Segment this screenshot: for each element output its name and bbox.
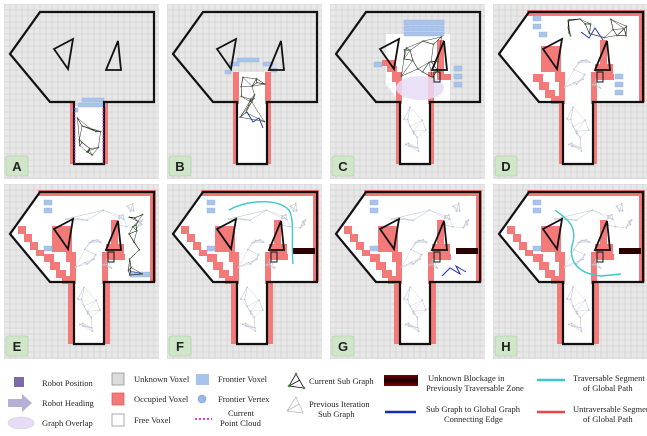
panel-label: A <box>6 156 28 176</box>
panel-label-text: A <box>12 159 22 174</box>
legend-graph-overlap: Graph Overlap <box>42 418 93 428</box>
previous-sub-graph-icon <box>287 397 303 413</box>
legend-unknown-blockage-1: Unknown Blockage in <box>428 373 505 383</box>
legend-connecting-edge-2: Connecting Edge <box>444 414 503 424</box>
panel-e: E <box>4 184 159 359</box>
panel-label-text: C <box>338 159 348 174</box>
panel-d: D <box>493 4 647 179</box>
panel-label-text: D <box>501 159 510 174</box>
panel-label: C <box>332 156 354 176</box>
panel-label-text: G <box>338 339 348 354</box>
legend-unknown-blockage-2: Previously Traversable Zone <box>426 383 524 393</box>
panel-label-text: B <box>175 159 184 174</box>
panel-g: G <box>330 184 485 359</box>
legend-traversable-2: of Global Path <box>583 383 633 393</box>
panel-label-text: F <box>176 339 184 354</box>
legend-current-sub-graph: Current Sub Graph <box>309 376 374 386</box>
graph-overlap-icon <box>8 417 34 429</box>
legend-current-point-cloud-1: Current <box>228 408 255 418</box>
legend-current-point-cloud-2: Point Cloud <box>220 418 262 428</box>
panel-label: H <box>495 336 517 356</box>
panel-f: F <box>167 184 322 359</box>
legend-robot-heading: Robot Heading <box>42 398 94 408</box>
panel-b: B <box>167 4 322 179</box>
frontier-voxel-icon <box>196 374 209 385</box>
frontier-vertex-icon <box>198 395 206 403</box>
panel-label-text: H <box>501 339 510 354</box>
unknown-voxel-icon <box>112 373 124 385</box>
legend-frontier-voxel: Frontier Voxel <box>218 374 268 384</box>
legend-untraversable-1: Untraversable Segmen <box>573 404 647 414</box>
legend-frontier-vertex: Frontier Vertex <box>218 394 270 404</box>
robot-position-icon <box>14 377 24 387</box>
free-voxel-icon <box>112 414 124 426</box>
panel-label: G <box>332 336 354 356</box>
occupied-voxel-icon <box>112 393 124 405</box>
panel-label: F <box>169 336 191 356</box>
panel-label: E <box>6 336 28 356</box>
legend-previous-sub-graph-1: Previous Iteration <box>309 399 370 409</box>
legend-previous-sub-graph-2: Sub Graph <box>318 409 355 419</box>
panel-label: B <box>169 156 191 176</box>
panel-label: D <box>495 156 517 176</box>
legend-connecting-edge-1: Sub Graph to Global Graph <box>426 404 521 414</box>
robot-heading-icon <box>8 394 32 412</box>
legend-free-voxel: Free Voxel <box>134 415 171 425</box>
legend-untraversable-2: of Global Path <box>583 414 633 424</box>
legend-unknown-voxel: Unknown Voxel <box>134 374 190 384</box>
legend-traversable-1: Traversable Segment <box>573 373 645 383</box>
current-sub-graph-icon <box>289 374 304 388</box>
legend-robot-position: Robot Position <box>42 378 94 388</box>
legend: Robot Position Robot Heading Graph Overl… <box>0 366 647 436</box>
panel-label-text: E <box>13 339 22 354</box>
panel-h: H <box>493 184 647 359</box>
panel-a: A <box>4 4 159 179</box>
panel-c: C <box>330 4 485 179</box>
legend-occupied-voxel: Occupied Voxel <box>134 394 189 404</box>
unknown-blockage-icon <box>384 375 418 386</box>
